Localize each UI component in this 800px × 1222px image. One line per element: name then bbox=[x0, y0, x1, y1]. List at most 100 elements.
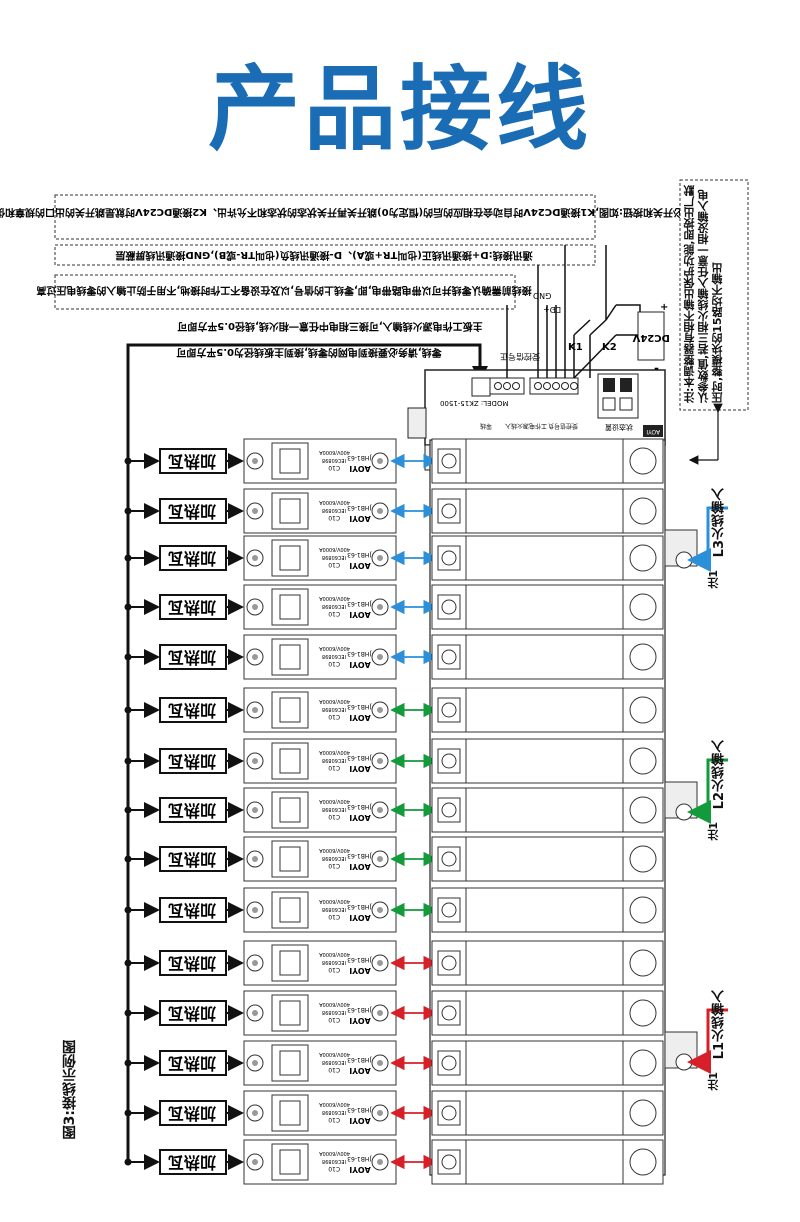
ssr-terminal bbox=[441, 753, 457, 769]
heater-label: 加热瓦 bbox=[168, 549, 217, 568]
phase-terminal-screw bbox=[675, 551, 693, 569]
ssr-output-screw bbox=[629, 747, 657, 775]
phase-note: 注1 bbox=[707, 570, 720, 589]
breaker-brand: AOYI bbox=[349, 464, 371, 473]
ssr-output-screw bbox=[629, 949, 657, 977]
heater-label: 加热瓦 bbox=[168, 502, 217, 521]
heater-box: 加热瓦 bbox=[159, 897, 227, 923]
heater-box: 加热瓦 bbox=[159, 748, 227, 774]
neutral-note-text: 接线前需确认零线并可以带电路带电,即,零线上的信号,以及在设备不工作时接地,不用… bbox=[36, 284, 531, 297]
ssr-terminal bbox=[441, 453, 457, 469]
ssr-terminal bbox=[441, 702, 457, 718]
breaker-std: IEC60898 bbox=[322, 706, 346, 712]
breaker-model: JHB1-63 bbox=[347, 1155, 372, 1162]
breaker-model: JHB1-63 bbox=[347, 754, 372, 761]
zero-label: 零线 bbox=[480, 422, 492, 430]
breaker-rating: C10 bbox=[328, 464, 340, 471]
heater-box: 加热瓦 bbox=[159, 594, 227, 620]
heater-box: 加热瓦 bbox=[159, 644, 227, 670]
breaker-model: JHB1-63 bbox=[347, 454, 372, 461]
phase-label: L3火线输入 bbox=[712, 488, 727, 557]
breaker-spec: 400V/6000A bbox=[319, 798, 350, 804]
dplus-label: D+ bbox=[543, 305, 556, 314]
ground-terminal bbox=[471, 377, 491, 397]
breaker-std: IEC60898 bbox=[322, 457, 346, 463]
ssr-terminal bbox=[441, 851, 457, 867]
breaker-lever bbox=[279, 498, 301, 524]
main-neutral-label: 主板工作电源火线输入,可接三相电中任意一相火线,线径0.5平方即可 bbox=[177, 320, 482, 333]
neutral-note-box: 接线前需确认零线并可以带电路带电,即,零线上的信号,以及在设备不工作时接地,不用… bbox=[36, 274, 532, 310]
breaker-brand: AOYI bbox=[349, 1116, 371, 1125]
breaker-rating: C10 bbox=[328, 966, 340, 973]
breaker-spec: 400V/6000A bbox=[319, 951, 350, 957]
breaker-lever bbox=[279, 950, 301, 976]
controller-model: MODEL: ZK15-1500 bbox=[440, 399, 508, 407]
phase-label: L2火线输入 bbox=[712, 740, 727, 809]
breaker-std: IEC60898 bbox=[322, 959, 346, 965]
breaker-model: JHB1-63 bbox=[347, 600, 372, 607]
ssr-terminal bbox=[441, 955, 457, 971]
status-label: 状态设置 bbox=[605, 423, 633, 432]
ssr-output-screw bbox=[629, 796, 657, 824]
breaker-spec: 400V/6000A bbox=[319, 546, 350, 552]
figure-caption: 图3:接线示例图 bbox=[62, 1040, 78, 1139]
phase-terminal-screw bbox=[675, 803, 693, 821]
breaker-spec: 400V/6000A bbox=[319, 847, 350, 853]
breaker-brand: AOYI bbox=[349, 913, 371, 922]
breaker-rating: C10 bbox=[328, 1165, 340, 1172]
breaker-std: IEC60898 bbox=[322, 507, 346, 513]
heater-label: 加热瓦 bbox=[168, 801, 217, 820]
breaker-brand: AOYI bbox=[349, 514, 371, 523]
breaker-rating: C10 bbox=[328, 913, 340, 920]
breaker-lever bbox=[279, 545, 301, 571]
phase-feed-wire bbox=[687, 758, 728, 824]
breaker-spec: 400V/6000A bbox=[319, 449, 350, 455]
breaker-spec: 400V/6000A bbox=[319, 499, 350, 505]
ssr-output-screw bbox=[629, 896, 657, 924]
side-note: 注:本调整器有相不输出保护功能,即按出厂默认参数值,若三相火线输入任意一相没输入… bbox=[683, 185, 724, 403]
ssr-output-screw bbox=[629, 643, 657, 671]
side-note-box bbox=[679, 179, 749, 411]
breaker-brand: AOYI bbox=[349, 1016, 371, 1025]
breaker-rating: C10 bbox=[328, 660, 340, 667]
breaker-spec: 400V/6000A bbox=[319, 1051, 350, 1057]
breaker-model: JHB1-63 bbox=[347, 1106, 372, 1113]
breaker-brand: AOYI bbox=[349, 660, 371, 669]
breaker-lever bbox=[279, 897, 301, 923]
ssr-output-screw bbox=[629, 544, 657, 572]
ssr-output bbox=[431, 634, 664, 680]
heater-label: 加热瓦 bbox=[168, 1004, 217, 1023]
breaker-lever bbox=[279, 594, 301, 620]
heater-label: 加热瓦 bbox=[168, 648, 217, 667]
breaker-std: IEC60898 bbox=[322, 806, 346, 812]
phase-feed-wire bbox=[687, 506, 728, 572]
breaker-std: IEC60898 bbox=[322, 653, 346, 659]
breaker-spec: 400V/6000A bbox=[319, 1101, 350, 1107]
ssr-output-screw bbox=[629, 497, 657, 525]
control-wiring: DC24V + - K1 K2 GND D+ D- 受控信号正 bbox=[500, 245, 670, 379]
breaker-brand: AOYI bbox=[349, 561, 371, 570]
ssr-output-screw bbox=[629, 447, 657, 475]
heater-label: 加热瓦 bbox=[168, 1054, 217, 1073]
ssr-terminal bbox=[441, 1055, 457, 1071]
breaker-model: JHB1-63 bbox=[347, 956, 372, 963]
breaker-lever bbox=[279, 448, 301, 474]
breaker-std: IEC60898 bbox=[322, 1158, 346, 1164]
breaker-std: IEC60898 bbox=[322, 855, 346, 861]
heater-label: 加热瓦 bbox=[168, 598, 217, 617]
supply-label: DC24V bbox=[632, 332, 670, 343]
breaker-rating: C10 bbox=[328, 1066, 340, 1073]
heater-label: 加热瓦 bbox=[168, 1104, 217, 1123]
breaker-model: JHB1-63 bbox=[347, 650, 372, 657]
